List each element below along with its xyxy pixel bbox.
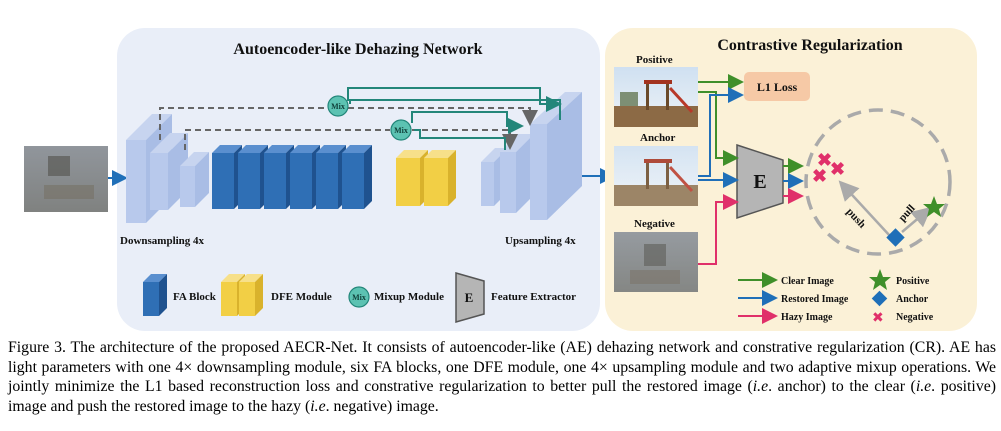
legend-fa-block: FA Block xyxy=(143,274,217,316)
svg-text:✖: ✖ xyxy=(817,150,832,170)
legend-hazy-label: Hazy Image xyxy=(781,312,833,323)
legend-restored-label: Restored Image xyxy=(781,294,849,305)
l1-loss-box xyxy=(744,72,810,101)
negative-image-label: Negative xyxy=(634,218,675,230)
dfe-module xyxy=(396,150,456,206)
input-hazy-image xyxy=(24,146,108,212)
legend-mixup-module: Mix Mixup Module xyxy=(348,286,444,308)
legend-anchor-label: Anchor xyxy=(896,294,929,305)
positive-image xyxy=(614,67,698,127)
positive-image-label: Positive xyxy=(636,54,673,66)
legend-dfe-label: DFE Module xyxy=(271,291,332,303)
caption-mid-1: . anchor) to the clear ( xyxy=(768,378,916,396)
legend-positive-label: Positive xyxy=(896,276,930,287)
legend-clear-image: Clear Image xyxy=(738,272,834,288)
caption-ie-1: i.e xyxy=(752,378,769,396)
fa-block-1 xyxy=(212,145,242,209)
svg-text:✖: ✖ xyxy=(830,159,845,179)
pull-arrow xyxy=(901,206,932,233)
mixup-connections xyxy=(347,87,562,150)
caption-ie-2: i.e xyxy=(915,378,932,396)
legend-feature-extractor: E Feature Extractor xyxy=(455,272,576,323)
fa-block-4 xyxy=(290,145,320,209)
negative-image xyxy=(614,232,698,292)
fa-block-5 xyxy=(316,145,346,209)
caption-lead: Figure 3. The architecture of the propos… xyxy=(8,339,996,396)
legend-extractor-label: Feature Extractor xyxy=(491,291,576,303)
positive-marker xyxy=(923,196,945,217)
fa-blocks xyxy=(212,145,372,209)
mixup-module-1: Mix xyxy=(327,95,349,117)
negative-arrows xyxy=(698,188,804,265)
anchor-image xyxy=(614,146,698,206)
upsampling-module xyxy=(481,92,582,220)
anchor-marker xyxy=(886,228,905,247)
anchor-arrows xyxy=(698,87,804,189)
mixup-module-2: Mix xyxy=(390,119,412,141)
caption-mid-2: . positive) image and push the restored … xyxy=(8,378,996,415)
svg-text:✖: ✖ xyxy=(812,166,827,186)
push-arrow xyxy=(838,180,891,237)
fa-block-3 xyxy=(264,145,294,209)
fa-block-2 xyxy=(238,145,268,209)
figure-caption: Figure 3. The architecture of the propos… xyxy=(8,338,996,416)
dfe-block-2 xyxy=(424,150,456,206)
contrastive-regularization-title: Contrastive Regularization xyxy=(717,37,902,54)
positive-star-icon xyxy=(869,269,891,290)
feature-extractor-label: E xyxy=(753,171,766,193)
skip-connections xyxy=(159,107,538,150)
legend-restored-image: Restored Image xyxy=(738,290,849,306)
legend-dfe-module: DFE Module xyxy=(221,274,332,316)
legend-extractor-icon-label: E xyxy=(465,290,474,305)
legend-mixup-icon-label: Mix xyxy=(352,293,366,302)
legend-negative: ✖ Negative xyxy=(872,311,934,326)
legend-mixup-label: Mixup Module xyxy=(374,291,444,303)
upsampling-label: Upsampling 4x xyxy=(505,235,576,247)
feature-extractor xyxy=(736,143,784,220)
dfe-block-1 xyxy=(396,150,428,206)
legend-positive: Positive xyxy=(869,269,930,290)
legend-clear-label: Clear Image xyxy=(781,276,834,287)
anchor-image-label: Anchor xyxy=(640,132,676,144)
embedding-space xyxy=(804,108,952,256)
downsampling-module xyxy=(126,114,209,223)
fa-block-6 xyxy=(342,145,372,209)
positive-arrows xyxy=(698,74,804,174)
caption-ie-3: i.e xyxy=(310,397,326,415)
legend-hazy-image: Hazy Image xyxy=(738,308,833,324)
legend-negative-label: Negative xyxy=(896,312,934,323)
mixup-label-1: Mix xyxy=(331,102,345,111)
negative-markers: ✖ ✖ ✖ xyxy=(812,150,845,186)
negative-cross-icon: ✖ xyxy=(872,311,884,326)
l1-loss-label: L1 Loss xyxy=(757,80,798,94)
mixup-label-2: Mix xyxy=(394,126,408,135)
legend-fa-label: FA Block xyxy=(173,291,217,303)
dehazing-network-title: Autoencoder-like Dehazing Network xyxy=(233,41,482,58)
architecture-figure: Autoencoder-like Dehazing Network Downsa… xyxy=(24,28,977,331)
caption-tail: . negative) image. xyxy=(325,397,439,415)
downsampling-label: Downsampling 4x xyxy=(120,235,205,247)
legend-anchor: Anchor xyxy=(871,290,929,307)
